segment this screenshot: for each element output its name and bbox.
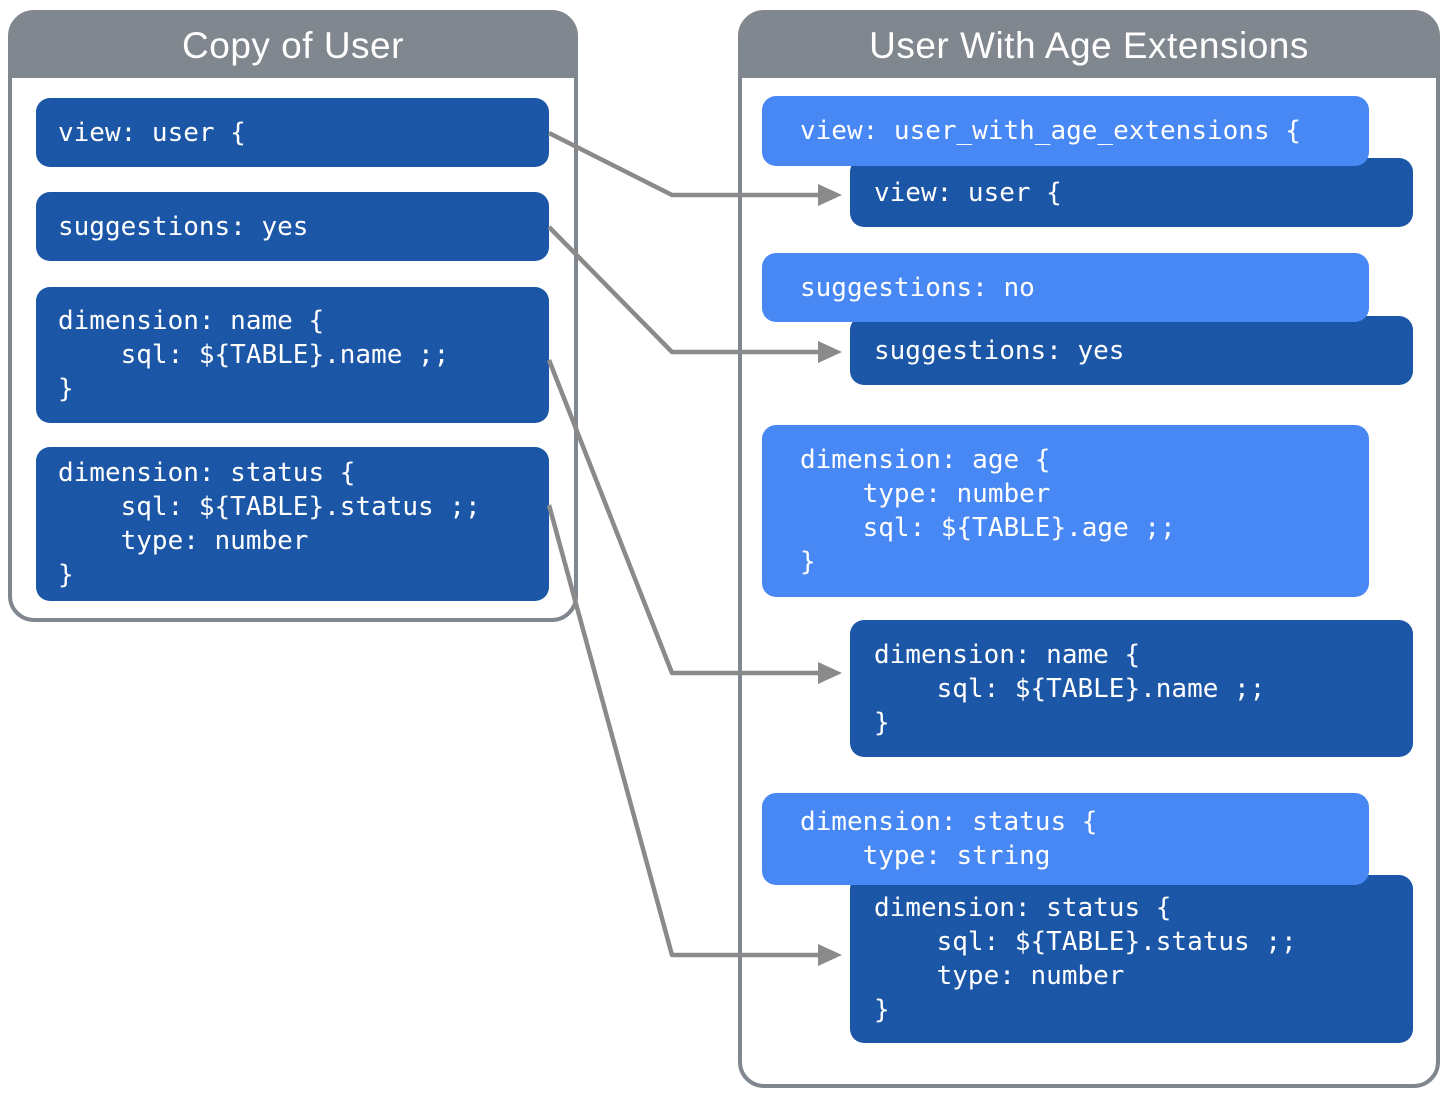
code-block-right-dimension-age: dimension: age { type: number sql: ${TAB… [762, 425, 1369, 597]
code-block-left-view-user: view: user { [36, 98, 549, 167]
panel-title-user-with-age-extensions: User With Age Extensions [869, 25, 1309, 66]
code-block-right-dimension-status-override: dimension: status { type: string [762, 793, 1369, 885]
code-block-right-inherited-view-user: view: user { [850, 158, 1413, 227]
code-block-right-inherited-suggestions-yes: suggestions: yes [850, 316, 1413, 385]
code-block-right-suggestions-no: suggestions: no [762, 253, 1369, 322]
code-block-right-inherited-dimension-status: dimension: status { sql: ${TABLE}.status… [850, 875, 1413, 1043]
panel-copy-of-user-header: Copy of User [12, 14, 574, 78]
code-block-left-suggestions-yes: suggestions: yes [36, 192, 549, 261]
code-block-right-inherited-dimension-name: dimension: name { sql: ${TABLE}.name ;; … [850, 620, 1413, 757]
code-block-left-dimension-name: dimension: name { sql: ${TABLE}.name ;; … [36, 287, 549, 423]
code-block-left-dimension-status: dimension: status { sql: ${TABLE}.status… [36, 447, 549, 601]
panel-user-with-age-extensions-header: User With Age Extensions [742, 14, 1436, 78]
panel-title-copy-of-user: Copy of User [182, 25, 404, 66]
code-block-right-view-user-with-age-extensions: view: user_with_age_extensions { [762, 96, 1369, 166]
